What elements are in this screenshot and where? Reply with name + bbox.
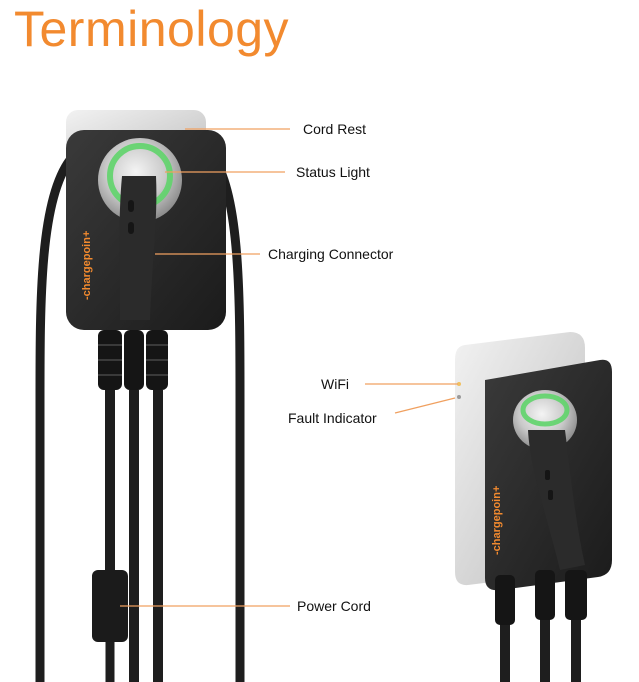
- label-cord-rest: Cord Rest: [303, 121, 367, 137]
- charger-front-view: -chargepoin+: [35, 110, 245, 682]
- charging-connector-handle: [119, 176, 157, 320]
- charger-side-view: -chargepoin+: [455, 332, 612, 682]
- label-power-cord: Power Cord: [297, 598, 371, 614]
- side-brand-logo: -chargepoin+: [491, 486, 503, 555]
- power-cord-plug: [92, 570, 128, 642]
- label-wifi: WiFi: [321, 376, 349, 392]
- label-fault-indicator: Fault Indicator: [288, 410, 377, 426]
- side-connector-handle: [528, 430, 585, 570]
- label-charging-connector: Charging Connector: [268, 246, 394, 262]
- leader-line-fault-indicator: [394, 397, 456, 414]
- brand-logo: -chargepoin+: [81, 231, 93, 300]
- page-title: Terminology: [14, 1, 290, 57]
- fault-indicator-dot: [457, 395, 461, 399]
- side-status-light-ring: [520, 393, 570, 427]
- label-status-light: Status Light: [296, 164, 370, 180]
- wifi-indicator-dot: [457, 382, 461, 386]
